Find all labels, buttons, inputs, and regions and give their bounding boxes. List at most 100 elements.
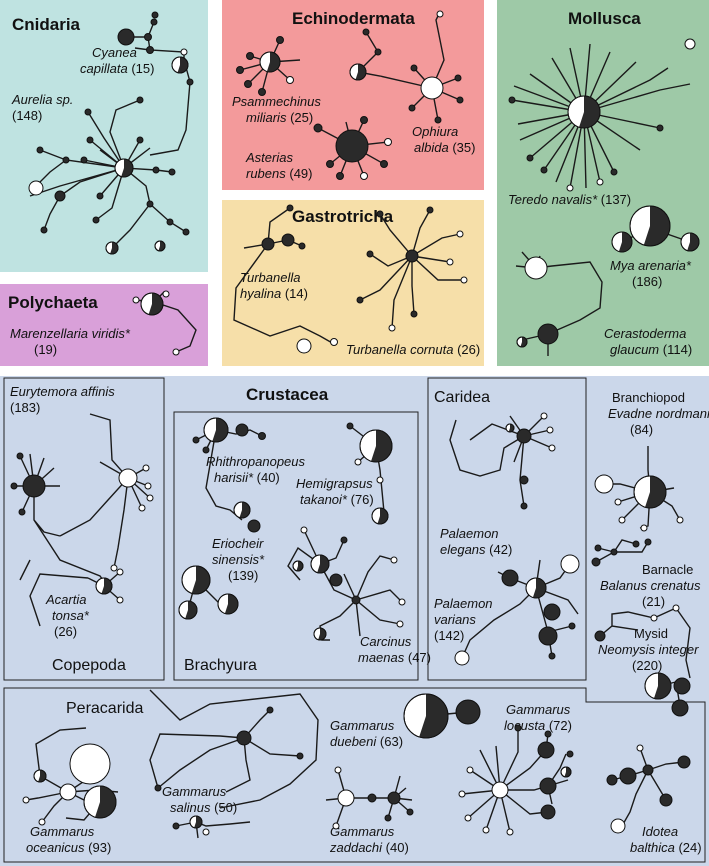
haplotype-node xyxy=(446,258,454,266)
network-aurelia xyxy=(28,96,190,255)
label-palaemon-v-n: (142) xyxy=(434,628,464,643)
haplotype-node xyxy=(640,524,648,532)
pie-outline xyxy=(359,429,393,463)
haplotype-edges xyxy=(359,209,464,329)
haplotype-node xyxy=(566,750,574,758)
haplotype-node xyxy=(116,568,124,576)
haplotype-node xyxy=(86,136,94,144)
haplotype-node xyxy=(537,323,559,345)
pie-outline xyxy=(154,240,166,252)
haplotype-node xyxy=(537,741,555,759)
haplotype-node xyxy=(606,774,618,786)
haplotype-node xyxy=(367,793,377,803)
haplotype-node xyxy=(110,564,118,572)
label-eriocheir-2: sinensis* xyxy=(212,552,265,567)
label-palaemon-v-2: varians xyxy=(434,612,476,627)
haplotype-node xyxy=(354,458,362,466)
haplotype-node xyxy=(454,74,462,82)
label-cyanea: Cyanea xyxy=(92,45,137,60)
pie-wedge xyxy=(508,424,514,432)
title-brachyura: Brachyura xyxy=(184,657,257,674)
network-neomysis xyxy=(594,604,691,717)
label-ophiura-2: albida (35) xyxy=(414,140,475,155)
label-eriocheir: Eriocheir xyxy=(212,536,264,551)
panel-cnidaria xyxy=(0,0,208,272)
haplotype-node xyxy=(116,596,124,604)
title-peracarida: Peracarida xyxy=(66,700,143,717)
pie-wedge xyxy=(194,816,202,828)
pie-outline xyxy=(83,785,117,819)
haplotype-node xyxy=(387,791,401,805)
network-psammechinus xyxy=(236,36,301,96)
title-mollusca: Mollusca xyxy=(568,9,641,28)
pie-outline xyxy=(95,577,113,595)
haplotype-node xyxy=(455,699,481,725)
haplotype-node xyxy=(340,536,348,544)
network-asterias xyxy=(313,116,392,180)
haplotype-node xyxy=(548,444,556,452)
pie-wedge xyxy=(110,242,118,255)
pie-wedge xyxy=(317,555,329,573)
haplotype-node xyxy=(526,154,534,162)
haplotype-node xyxy=(144,482,152,490)
box-copepoda xyxy=(3,377,165,681)
pie-outline xyxy=(313,627,327,641)
haplotype-edges xyxy=(511,43,691,189)
haplotype-node xyxy=(360,116,368,124)
pie-outline xyxy=(105,241,119,255)
label-asterias-2: rubens (49) xyxy=(246,166,313,181)
haplotype-node xyxy=(136,96,144,104)
haplotype-node xyxy=(138,504,146,512)
label-turbanella-h: Turbanella xyxy=(240,270,300,285)
haplotype-node xyxy=(464,814,472,822)
network-balanus xyxy=(591,538,652,567)
haplotype-node xyxy=(236,730,252,746)
label-rhithropanopeus-2: harisii* (40) xyxy=(214,470,280,485)
label-idotea: Idotea xyxy=(642,824,678,839)
haplotype-node xyxy=(96,192,104,200)
haplotype-node xyxy=(266,706,274,714)
haplotype-node xyxy=(644,538,652,546)
haplotype-node xyxy=(300,526,308,534)
haplotype-node xyxy=(544,730,552,738)
haplotype-edges xyxy=(599,607,691,707)
network-eurytemora xyxy=(10,413,154,591)
pie-wedge xyxy=(618,231,633,253)
haplotype-node xyxy=(330,338,338,346)
pie-wedge xyxy=(371,430,392,462)
haplotype-node xyxy=(560,554,580,574)
label-turbanella-c: Turbanella cornuta (26) xyxy=(346,342,480,357)
haplotype-node xyxy=(346,422,354,430)
panel-crustacea xyxy=(0,376,709,866)
haplotype-node xyxy=(374,48,382,56)
pie-outline xyxy=(567,95,601,129)
haplotype-node xyxy=(281,233,295,247)
haplotype-node xyxy=(458,790,466,798)
label-balanus-n: (21) xyxy=(642,594,665,609)
haplotype-node xyxy=(594,630,606,642)
haplotype-node xyxy=(22,796,30,804)
pie-wedge xyxy=(653,673,672,700)
pie-wedge xyxy=(520,337,527,348)
label-eurytemora-n: (183) xyxy=(10,400,40,415)
label-g-duebeni: Gammarus xyxy=(330,718,395,733)
pie-wedge xyxy=(239,502,250,518)
pie-wedge xyxy=(158,241,165,251)
title-mysid: Mysid xyxy=(634,626,668,641)
haplotype-node xyxy=(408,104,416,112)
haplotype-node xyxy=(351,595,361,605)
haplotype-node xyxy=(151,11,159,19)
pie-wedge xyxy=(177,57,189,73)
pie-outline xyxy=(505,423,515,433)
pie-outline xyxy=(560,766,572,778)
haplotype-node xyxy=(491,781,509,799)
label-psammechinus: Psammechinus xyxy=(232,94,321,109)
label-g-salinus: Gammarus xyxy=(162,784,227,799)
network-turbanella-c xyxy=(356,206,468,332)
haplotype-node xyxy=(454,650,470,666)
title-gastrotricha: Gastrotricha xyxy=(292,207,394,226)
haplotype-node xyxy=(548,652,556,660)
haplotype-node xyxy=(594,544,602,552)
pie-outline xyxy=(233,501,251,519)
